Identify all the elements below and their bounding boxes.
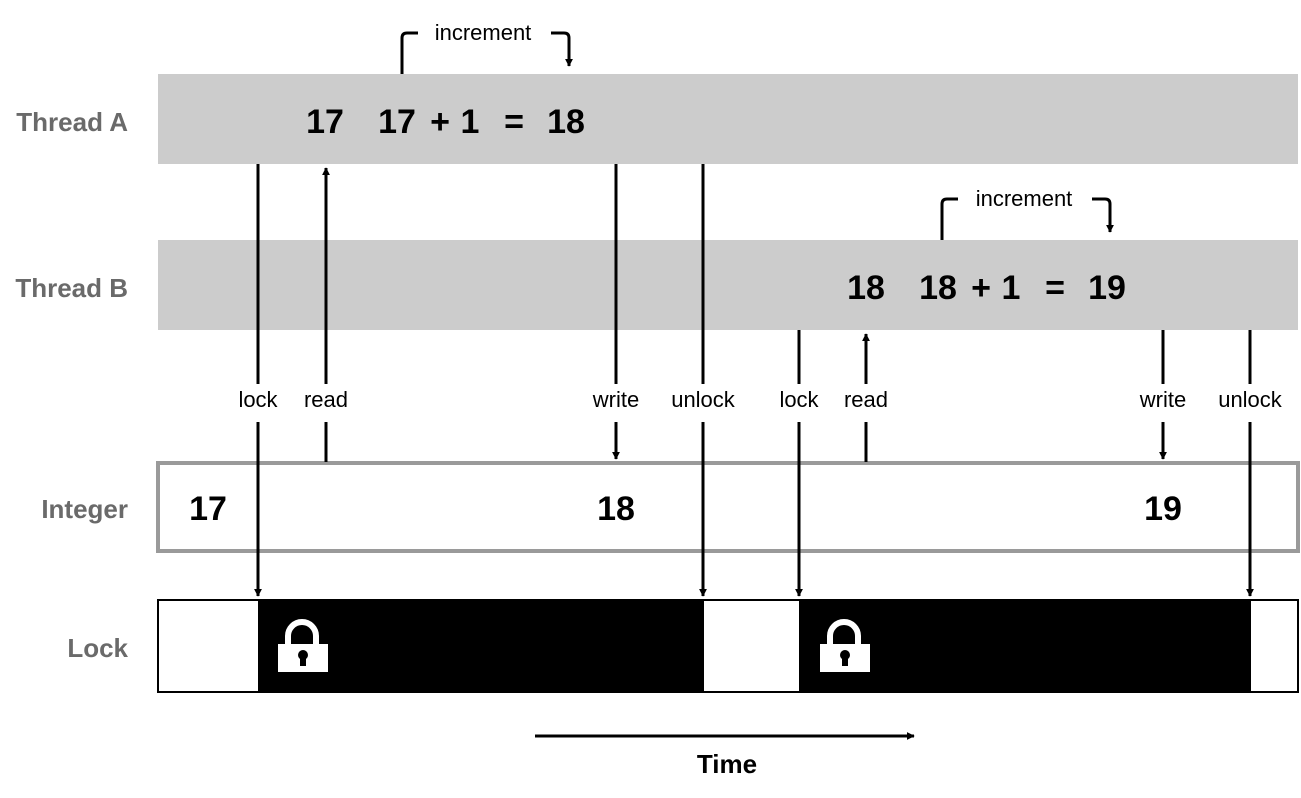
event-label-a-write: write bbox=[592, 387, 639, 412]
row-label-lock: Lock bbox=[67, 633, 128, 663]
lock-held-segment-b bbox=[799, 600, 1251, 692]
event-label-b-write: write bbox=[1139, 387, 1186, 412]
event-label-b-unlock: unlock bbox=[1218, 387, 1283, 412]
thread-b-expr-result: 19 bbox=[1088, 269, 1126, 307]
thread-b-expr-eq: = bbox=[1045, 269, 1065, 307]
thread-a-read-value: 17 bbox=[306, 103, 344, 141]
increment-bracket-b-left bbox=[940, 197, 958, 240]
thread-b-expr-left: 18 bbox=[919, 269, 957, 307]
event-label-a-read: read bbox=[304, 387, 348, 412]
padlock-icon bbox=[820, 619, 870, 672]
increment-arrow-a bbox=[551, 31, 573, 67]
thread-b-expr-op: + bbox=[971, 269, 991, 307]
thread-a-expr-one: 1 bbox=[461, 103, 480, 141]
thread-a-expr-left: 17 bbox=[378, 103, 416, 141]
row-label-integer: Integer bbox=[41, 494, 128, 524]
event-label-b-read: read bbox=[844, 387, 888, 412]
thread-a-expr-result: 18 bbox=[547, 103, 585, 141]
thread-a-expr-op: + bbox=[430, 103, 450, 141]
event-label-a-unlock: unlock bbox=[671, 387, 736, 412]
row-label-thread-b: Thread B bbox=[15, 273, 128, 303]
thread-a-expr-eq: = bbox=[504, 103, 524, 141]
integer-value-after-b: 19 bbox=[1144, 490, 1182, 528]
increment-arrow-b bbox=[1092, 197, 1114, 233]
thread-a-band bbox=[158, 74, 1298, 164]
increment-label-a: increment bbox=[435, 20, 532, 45]
thread-b-read-value: 18 bbox=[847, 269, 885, 307]
time-label: Time bbox=[697, 749, 757, 779]
padlock-icon bbox=[278, 619, 328, 672]
lock-held-segment-a bbox=[258, 600, 704, 692]
increment-bracket-a-left bbox=[400, 31, 418, 74]
row-label-thread-a: Thread A bbox=[16, 107, 128, 137]
integer-box bbox=[156, 461, 1300, 553]
thread-b-band bbox=[158, 240, 1298, 330]
event-label-b-lock: lock bbox=[779, 387, 819, 412]
integer-value-after-a: 18 bbox=[597, 490, 635, 528]
event-label-a-lock: lock bbox=[238, 387, 278, 412]
thread-b-expr-one: 1 bbox=[1002, 269, 1021, 307]
increment-label-b: increment bbox=[976, 186, 1073, 211]
integer-value-initial: 17 bbox=[189, 490, 227, 528]
